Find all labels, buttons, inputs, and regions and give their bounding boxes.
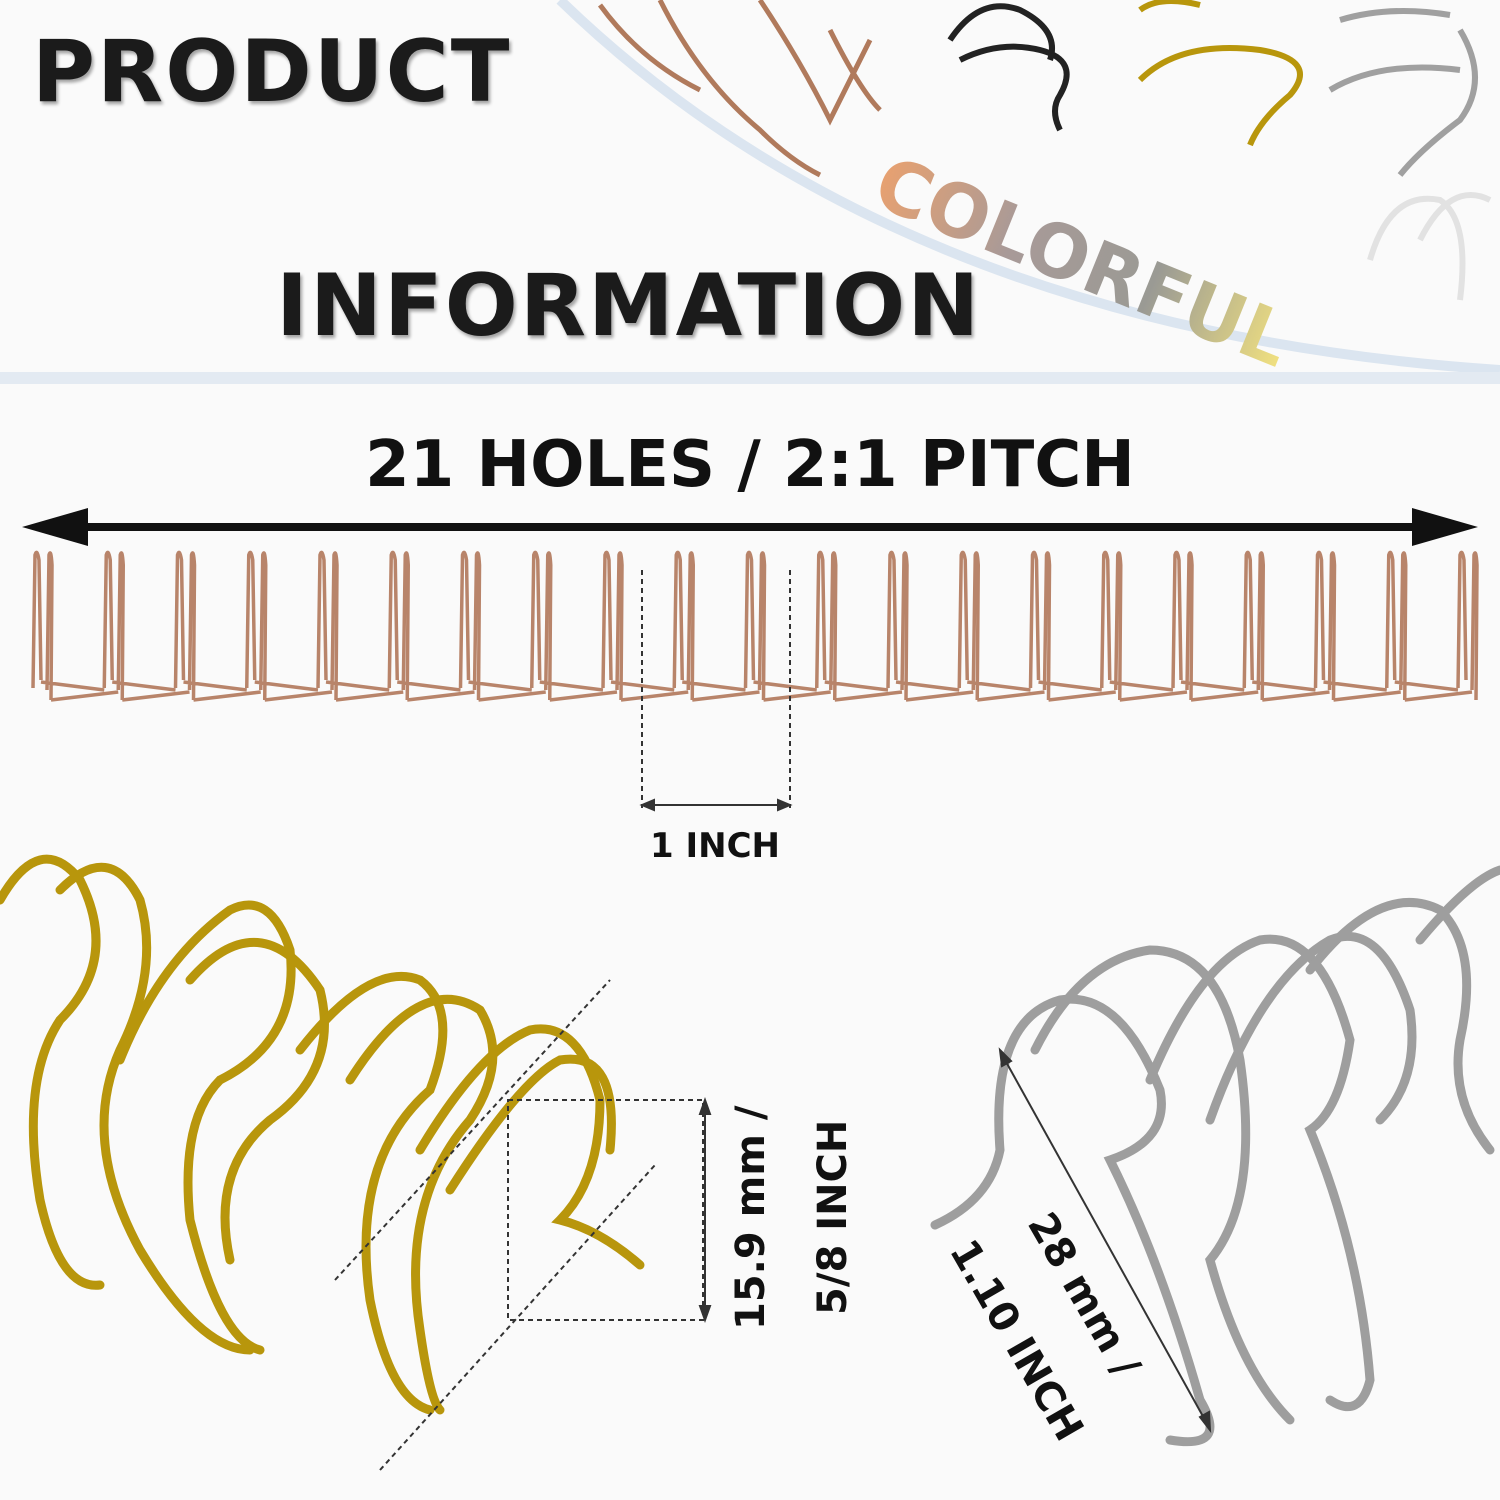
gold-diameter-mm-label: 15.9 mm / [728,1105,774,1330]
divider-band [0,372,1500,384]
width-arrow [22,508,1478,546]
silver-coil [930,865,1500,1447]
title-information: INFORMATION [276,256,982,356]
spine-loops [31,550,1479,702]
gold-spiral-sample [1137,0,1303,147]
black-spiral-sample [947,3,1070,132]
holes-pitch-label: 21 HOLES / 2:1 PITCH [365,428,1135,502]
bronze-spiral-sample [597,0,882,178]
pitch-measure [639,570,793,812]
gold-diameter-inch-label: 5/8 INCH [810,1119,856,1315]
decorative-curve [556,0,1500,375]
pitch-distance-label: 1 INCH [649,826,780,866]
gold-diameter-measure [334,979,712,1471]
silver-spiral-sample [1328,8,1478,177]
white-spiral-sample [1367,192,1492,301]
silver-length-measure [998,1047,1212,1434]
title-product: PRODUCT [32,22,512,122]
gold-coil [0,854,645,1415]
bronze-binding-spine [31,550,1479,702]
